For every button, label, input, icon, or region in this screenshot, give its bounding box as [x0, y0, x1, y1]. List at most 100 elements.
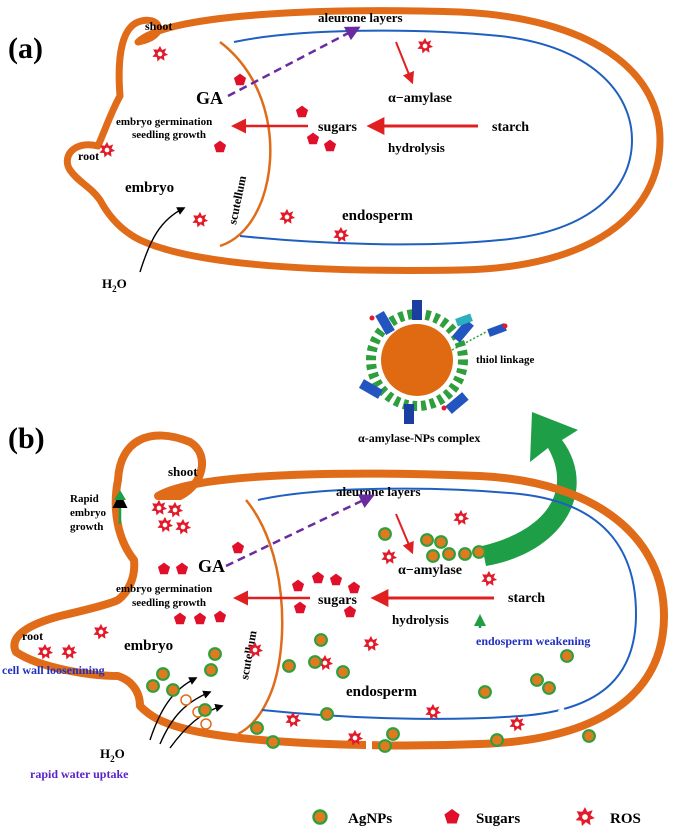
sugars-label-a: sugars — [318, 120, 357, 135]
legend-sugars-label: Sugars — [476, 811, 520, 827]
water-label-b: H2O — [100, 746, 125, 764]
sugar-icon — [323, 139, 337, 152]
agnp-icon — [378, 527, 392, 541]
root-label-a: root — [78, 149, 99, 163]
legend-ros-icon — [575, 807, 595, 827]
agnp-icon — [458, 547, 472, 561]
agnp-icon — [434, 535, 448, 549]
endosperm-label-a: endosperm — [342, 208, 413, 224]
sugar-icon — [213, 610, 227, 623]
ros-icon — [481, 570, 498, 587]
ros-icon — [157, 516, 174, 533]
starch-label-b: starch — [508, 591, 545, 606]
green-curved-arrow — [482, 412, 578, 566]
germination-label-a: embryo germination — [116, 116, 212, 128]
ros-icon — [93, 623, 110, 640]
agnp-icon — [426, 549, 440, 563]
hydrolysis-label-a: hydrolysis — [388, 140, 445, 155]
ros-icon — [192, 211, 209, 228]
endosperm-weakening-label: endosperm weakening — [476, 634, 590, 648]
agnp-icon — [378, 739, 392, 753]
agnp-icon — [146, 679, 160, 693]
agnp-icon — [420, 533, 434, 547]
amylase-np-complex — [358, 300, 508, 424]
sugar-icon — [175, 562, 189, 575]
amylase-label-a: α−amylase — [388, 91, 452, 106]
ros-icon — [425, 703, 442, 720]
sugar-icon — [293, 601, 307, 614]
ros-icon — [279, 208, 296, 225]
ros-icon — [363, 635, 380, 652]
cell-wall-label: cell wall loosenining — [2, 663, 105, 677]
agnp-icon — [156, 667, 170, 681]
ros-icon — [333, 226, 350, 243]
sugar-icon — [295, 105, 309, 118]
water-arrow-a — [139, 207, 186, 273]
scutellum-label-b: scutellum — [237, 629, 259, 680]
scutellum-b — [237, 499, 284, 736]
ros-icon — [151, 499, 168, 516]
aleurone-label-a: aleurone layers — [318, 10, 403, 25]
agnp-icon — [478, 685, 492, 699]
agnp-icon — [472, 545, 486, 559]
ga-label-a: GA — [196, 88, 223, 108]
ros-icon — [167, 501, 184, 518]
aleurone-to-amylase-arrow-b — [395, 513, 414, 555]
panel-a-label: (a) — [8, 32, 43, 65]
complex-label: α-amylase-NPs complex — [358, 431, 480, 445]
legend: AgNPs Sugars ROS — [312, 807, 641, 827]
sugar-icon — [329, 573, 343, 586]
agnp-icon — [560, 649, 574, 663]
legend-sugar-icon — [444, 809, 460, 824]
root-label-b: root — [22, 629, 43, 643]
enzyme-molecules — [358, 300, 508, 424]
sugar-icon — [231, 541, 245, 554]
sugar-icon — [291, 579, 305, 592]
aleurone-label-b: aleurone layers — [336, 484, 421, 499]
ros-icon — [509, 715, 526, 732]
embryo-label-a: embryo — [125, 180, 174, 196]
seedling-label-a: seedling growth — [132, 129, 206, 141]
germination-label-b: embryo germination — [116, 583, 212, 595]
water-arrow-b1 — [149, 677, 198, 741]
agnp-icon — [314, 633, 328, 647]
embryo-label-b: embryo — [124, 638, 173, 654]
agnp-icon — [530, 673, 544, 687]
silver-nanoparticle — [381, 324, 453, 396]
starch-label-a: starch — [492, 120, 529, 135]
panel-b-label: (b) — [8, 422, 45, 455]
endosperm-boundary-b — [257, 487, 638, 720]
agnp-icon — [250, 721, 264, 735]
rapid-label-line1: Rapid — [70, 493, 99, 505]
ros-icon — [61, 643, 78, 660]
endosperm-boundary-a — [233, 29, 634, 246]
ros-icon — [453, 509, 470, 526]
agnp-icon — [386, 727, 400, 741]
agnp-icon — [198, 703, 212, 717]
aleurone-to-amylase-arrow-a — [395, 41, 415, 85]
seed-outline-a — [63, 7, 664, 274]
sugar-icon — [311, 571, 325, 584]
hydrolysis-label-b: hydrolysis — [392, 612, 449, 627]
sugar-icon — [193, 612, 207, 625]
agnp-icon — [336, 665, 350, 679]
water-arrow-b3 — [169, 703, 224, 749]
endosperm-label-b: endosperm — [346, 684, 417, 700]
sugar-icon — [157, 562, 171, 575]
legend-ros-label: ROS — [610, 811, 641, 827]
agnp-icon — [308, 655, 322, 669]
agnp-icon — [542, 681, 556, 695]
sugar-icon — [173, 612, 187, 625]
ros-icon — [152, 45, 169, 62]
sugar-icon — [233, 73, 247, 86]
scutellum-label-a: scutellum — [225, 174, 249, 225]
ga-to-aleurone-arrow-b — [225, 494, 375, 568]
agnp-icon — [166, 683, 180, 697]
ros-icon — [37, 643, 54, 660]
legend-agnps-label: AgNPs — [348, 811, 392, 827]
agnp-icon — [266, 735, 280, 749]
sugar-icon — [347, 581, 361, 594]
water-arrow-b2 — [159, 690, 212, 745]
agnp-icon — [204, 663, 218, 677]
